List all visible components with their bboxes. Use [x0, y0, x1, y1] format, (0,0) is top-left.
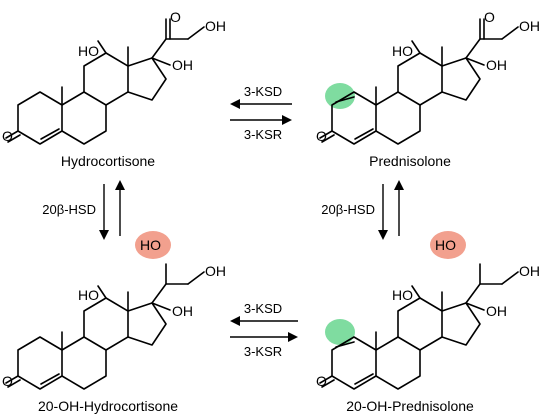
ketone-o-20-1: O	[170, 9, 181, 25]
hydroxyl-11-2: HO	[392, 43, 413, 59]
hsd-site-highlight-2	[430, 231, 466, 259]
compound-name-hydrocortisone: Hydrocortisone	[61, 153, 155, 169]
hydroxyl-17-3: OH	[172, 303, 193, 319]
compound-name-20-oh-prednisolone: 20-OH-Prednisolone	[346, 398, 474, 414]
20-oh-prednisolone-structure	[319, 263, 519, 390]
enzyme-ksd-top: 3-KSD	[244, 84, 282, 99]
enzyme-ksd-bottom: 3-KSD	[244, 301, 282, 316]
hydroxyl-20-3: HO	[140, 237, 161, 253]
enzyme-ksr-bottom: 3-KSR	[244, 344, 282, 359]
hydroxyl-11-1: HO	[78, 43, 99, 59]
arrow-hsd-right-up	[394, 180, 404, 236]
hydroxyl-21-3: OH	[205, 263, 226, 279]
hydroxyl-17-4: OH	[486, 303, 507, 319]
arrow-ksr-bottom	[230, 332, 298, 342]
hydroxyl-21-4: OH	[519, 263, 540, 279]
prednisolone-structure	[319, 18, 519, 145]
compound-name-20-oh-hydrocortisone: 20-OH-Hydrocortisone	[38, 398, 178, 414]
enzyme-hsd-right: 20β-HSD	[321, 202, 375, 217]
hydroxyl-17-2: OH	[486, 57, 507, 73]
hydroxyl-11-4: HO	[392, 287, 413, 303]
hydroxyl-21-1: OH	[205, 18, 226, 34]
hsd-site-highlight-1	[135, 231, 171, 259]
ketone-o-2: O	[316, 128, 327, 144]
ketone-o-4: O	[316, 373, 327, 389]
hydroxyl-11-3: HO	[78, 287, 99, 303]
arrow-ksr-top	[230, 115, 292, 125]
ksd-site-highlight-2	[325, 319, 355, 345]
hydroxyl-20-4: HO	[435, 237, 456, 253]
20-oh-hydrocortisone-structure	[5, 263, 205, 390]
hydroxyl-21-2: OH	[519, 18, 540, 34]
ketone-o-20-2: O	[484, 9, 495, 25]
ketone-o-3: O	[2, 373, 13, 389]
hydroxyl-17-1: OH	[172, 57, 193, 73]
ketone-o-1: O	[2, 128, 13, 144]
arrow-hsd-right-down	[378, 184, 388, 240]
enzyme-ksr-top: 3-KSR	[244, 127, 282, 142]
arrow-ksd-bottom	[230, 316, 298, 326]
ksd-site-highlight-1	[325, 83, 355, 109]
enzyme-hsd-left: 20β-HSD	[42, 202, 96, 217]
arrow-hsd-left-down	[99, 184, 109, 240]
arrow-ksd-top	[230, 99, 292, 109]
arrow-hsd-left-up	[115, 180, 125, 236]
compound-name-prednisolone: Prednisolone	[369, 153, 451, 169]
hydrocortisone-structure	[5, 18, 205, 145]
